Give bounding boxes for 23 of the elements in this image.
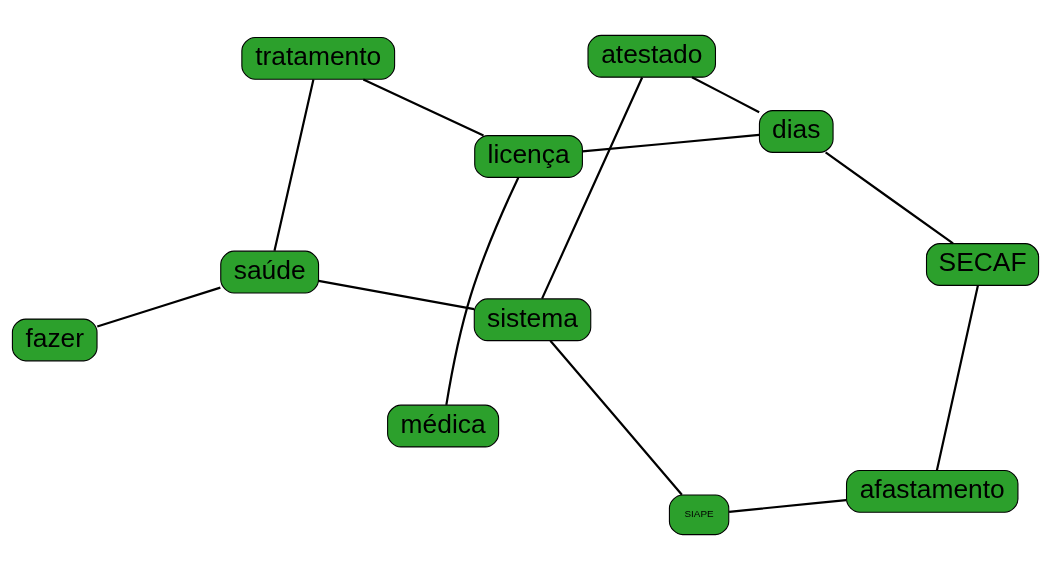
connector — [96, 286, 221, 328]
node-box: SIAPE — [668, 494, 730, 535]
connector — [935, 284, 979, 471]
connector — [318, 279, 475, 310]
node-box: sistema — [473, 297, 592, 341]
connector — [582, 133, 760, 153]
node-box: licença — [474, 134, 583, 178]
connector — [729, 498, 847, 513]
connector — [549, 339, 683, 495]
node-box: tratamento — [241, 36, 396, 80]
node-box: SECAF — [925, 242, 1040, 286]
node-box: médica — [387, 404, 500, 447]
connector — [825, 151, 954, 244]
connector — [273, 78, 315, 251]
connector — [541, 76, 644, 299]
node-box: dias — [758, 109, 834, 153]
node-box: fazer — [11, 318, 98, 361]
connector — [362, 77, 484, 136]
node-box: atestado — [587, 34, 716, 78]
connector — [691, 75, 760, 113]
node-box: saúde — [220, 250, 320, 293]
connector — [445, 176, 520, 405]
node-box: afastamento — [845, 469, 1019, 513]
